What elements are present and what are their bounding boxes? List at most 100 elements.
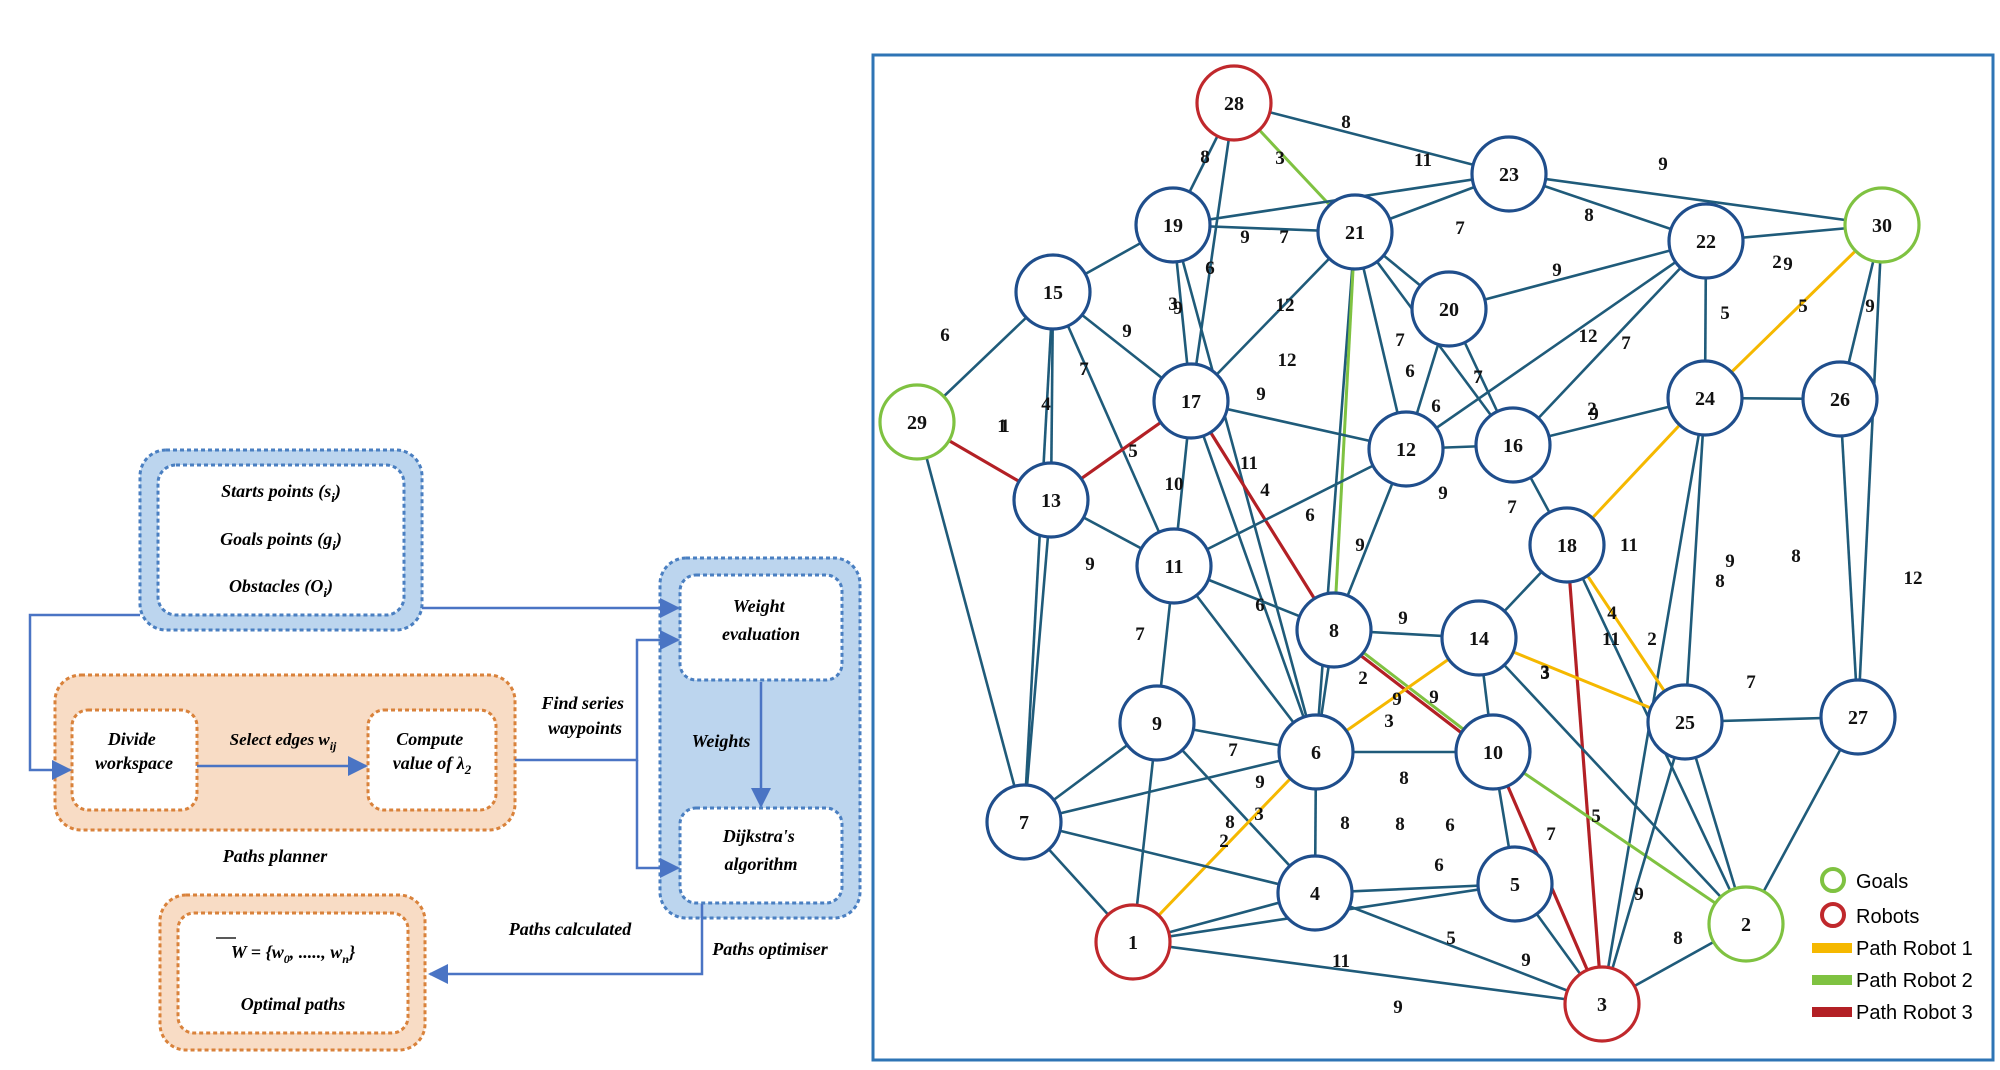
weights-label: Weights — [692, 731, 751, 751]
find-series-label: Find series waypoints — [540, 693, 628, 738]
legend: Goals Robots Path Robot 1 Path Robot 2 P… — [1812, 867, 1973, 1024]
node-circle — [1707, 885, 1785, 963]
node-circle — [1801, 360, 1879, 438]
edge-weight-label: 6 — [1305, 505, 1315, 526]
node-label: 10 — [1483, 742, 1503, 764]
edge-18-3 — [1565, 544, 1604, 1005]
node-label: 26 — [1830, 389, 1850, 411]
edge-weight-label: 5 — [1446, 928, 1456, 949]
edge-weight-label: 9 — [1725, 551, 1735, 572]
node-1: 1 — [1094, 903, 1172, 981]
node-30: 30 — [1843, 186, 1921, 264]
node-circle — [1134, 186, 1212, 264]
compute-value-label: Compute value of λ2 — [393, 729, 472, 777]
node-circle — [1528, 506, 1606, 584]
legend-goals-label: Goals — [1856, 871, 1908, 893]
node-circle — [1646, 683, 1724, 761]
inputs-box: Starts points (si) Goals points (gi) Obs… — [138, 448, 424, 632]
edge-weight-label: 9 — [1173, 298, 1183, 319]
node-10: 10 — [1454, 713, 1532, 791]
edge-weight-label: 7 — [1621, 333, 1631, 354]
edge-weight-label: 5 — [1798, 296, 1808, 317]
edge-7-4 — [1023, 820, 1316, 895]
edge-weight-label: 9 — [1240, 227, 1250, 248]
w-set-label: W= {w0, ....., wn} — [231, 942, 356, 966]
edge-weight-label: 3 — [1168, 294, 1178, 315]
node-circle — [1152, 362, 1230, 440]
legend-path3-label: Path Robot 3 — [1856, 1002, 1973, 1024]
edge-weight-label: 8 — [1791, 546, 1801, 567]
node-label: 9 — [1152, 713, 1162, 735]
weight-evaluation-label: Weight evaluation — [722, 596, 800, 644]
paths-planner-box: Divide workspace Compute value of λ2 Sel… — [53, 673, 517, 832]
node-27: 27 — [1819, 678, 1897, 756]
node-circle — [1276, 854, 1354, 932]
node-label: 4 — [1310, 883, 1320, 905]
legend-path2-swatch — [1812, 975, 1852, 985]
legend-path3-swatch — [1812, 1007, 1852, 1017]
node-circle — [1476, 845, 1554, 923]
legend-path1-swatch — [1812, 943, 1852, 953]
node-circle — [1135, 527, 1213, 605]
edge-28-17 — [1189, 102, 1236, 402]
edge-weight-label: 9 — [1355, 535, 1365, 556]
node-2: 2 — [1707, 885, 1785, 963]
node-24: 24 — [1666, 359, 1744, 437]
edge-22-12 — [1405, 239, 1707, 451]
edge-weight-label: 2 — [1358, 668, 1368, 689]
node-circle — [1410, 270, 1488, 348]
node-label: 12 — [1396, 439, 1416, 461]
edge-weight-label: 8 — [1395, 814, 1405, 835]
node-22: 22 — [1667, 202, 1745, 280]
edge-weight-label: 9 — [1255, 772, 1265, 793]
node-circle — [1440, 599, 1518, 677]
starts-points-label: Starts points (si) — [221, 481, 341, 505]
node-label: 25 — [1675, 712, 1695, 734]
node-circle — [985, 783, 1063, 861]
edge-6-7 — [1023, 750, 1317, 824]
node-12: 12 — [1367, 410, 1445, 488]
edge-weight-label: 9 — [1392, 689, 1402, 710]
edge-weight-label: 3 — [1540, 662, 1550, 683]
node-circle — [1316, 193, 1394, 271]
node-circle — [1454, 713, 1532, 791]
legend-goal-marker — [1820, 867, 1846, 893]
node-14: 14 — [1440, 599, 1518, 677]
goals-points-label: Goals points (gi) — [220, 529, 342, 553]
edge-weight-label: 5 — [1128, 441, 1138, 462]
edge-23-30 — [1508, 172, 1883, 227]
legend-robot-marker — [1820, 902, 1846, 928]
edge-weight-label: 6 — [1255, 595, 1265, 616]
node-circle — [1295, 591, 1373, 669]
edge-weight-label: 7 — [1279, 227, 1289, 248]
edge-weight-label: 6 — [1445, 815, 1455, 836]
edge-9-4 — [1156, 722, 1316, 894]
edge-weight-label: 3 — [1275, 148, 1285, 169]
edge-weight-label: 12 — [1278, 350, 1297, 371]
node-25: 25 — [1646, 683, 1724, 761]
edge-weight-label: 9 — [1122, 321, 1132, 342]
edge-weight-label: 11 — [1332, 951, 1350, 972]
edge-weight-label: 6 — [1205, 258, 1215, 279]
select-edges-label: Select edges wij — [230, 730, 337, 753]
node-20: 20 — [1410, 270, 1488, 348]
edge-1-3 — [1132, 940, 1603, 1006]
optimal-paths-box: W= {w0, ....., wn} Optimal paths — [158, 893, 427, 1052]
optimal-paths-label: Optimal paths — [241, 994, 346, 1014]
node-circle — [1014, 253, 1092, 331]
edge-weight-label: 2 — [1219, 831, 1229, 852]
edge-weight-label: 8 — [1340, 813, 1350, 834]
graph-panel-border — [871, 53, 1995, 1062]
edge-weight-label: 11 — [1414, 150, 1432, 171]
edge-30-24 — [1703, 223, 1884, 400]
edge-weight-label: 10 — [1165, 474, 1184, 495]
edge-weight-label: 6 — [940, 325, 950, 346]
node-19: 19 — [1134, 186, 1212, 264]
edge-weight-label: 5 — [1720, 303, 1730, 324]
flowchart: Starts points (si) Goals points (gi) Obs… — [28, 448, 862, 1052]
node-label: 23 — [1499, 164, 1519, 186]
node-13: 13 — [1012, 461, 1090, 539]
node-circle — [1819, 678, 1897, 756]
node-label: 7 — [1019, 812, 1029, 834]
